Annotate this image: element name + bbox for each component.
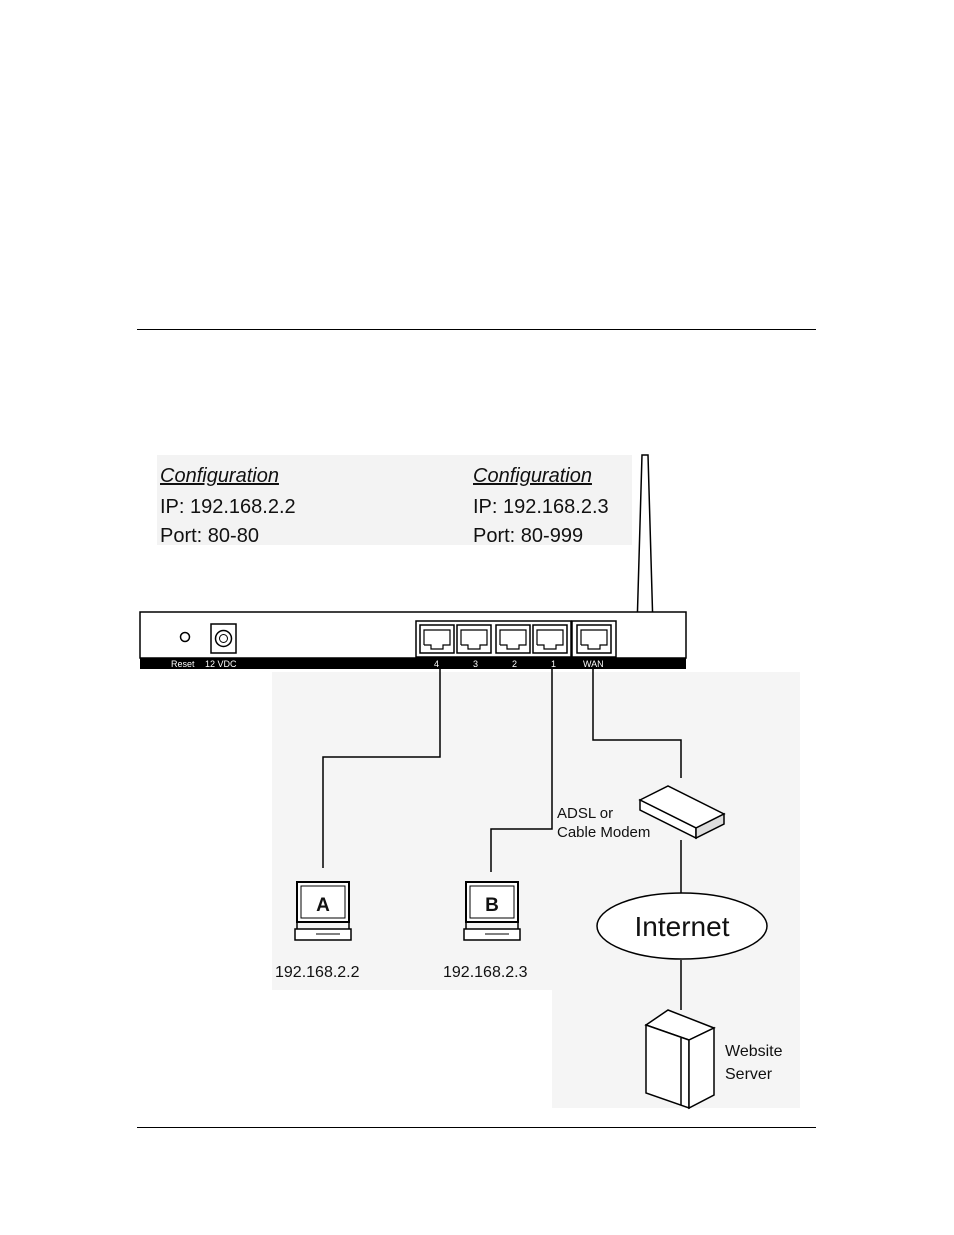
config-b-ip: IP: 192.168.2.3 — [473, 496, 609, 518]
config-a-port: Port: 80-80 — [160, 525, 259, 547]
wan-port-icon — [571, 620, 617, 658]
lan-port-2-icon — [495, 624, 531, 654]
modem-label-line2: Cable Modem — [557, 824, 650, 841]
modem-icon — [638, 785, 726, 840]
config-b: Configuration IP: 192.168.2.3 Port: 80-9… — [473, 465, 609, 547]
port-3-label: 3 — [473, 659, 478, 669]
pc-a-letter: A — [316, 895, 330, 916]
config-a: Configuration IP: 192.168.2.2 Port: 80-8… — [160, 465, 296, 547]
server-label-line2: Server — [725, 1066, 773, 1083]
server-icon — [644, 1009, 716, 1110]
internet-label: Internet — [635, 911, 730, 942]
config-panel-bg — [157, 455, 632, 545]
port-2-label: 2 — [512, 659, 517, 669]
modem-label-line1: ADSL or — [557, 805, 613, 822]
wan-label: WAN — [583, 659, 604, 669]
config-a-title: Configuration — [160, 465, 279, 487]
lan-port-4-icon — [419, 624, 455, 654]
cable-port4-to-pc-a — [322, 669, 441, 868]
server-label-line1: Website — [725, 1043, 783, 1060]
reset-label: Reset — [171, 659, 195, 669]
router-back-panel: Reset 12 VDC 4 3 2 1 WAN — [139, 611, 687, 669]
computer-b-icon — [463, 881, 521, 941]
config-b-port: Port: 80-999 — [473, 525, 583, 547]
internet-ellipse — [596, 892, 768, 960]
lan-port-3-icon — [456, 624, 492, 654]
computer-a-icon — [294, 881, 352, 941]
cable-wan-to-modem — [592, 669, 682, 778]
power-label: 12 VDC — [205, 659, 237, 669]
power-jack-icon — [210, 623, 237, 654]
cable-port1-to-pc-b — [490, 669, 553, 872]
reset-button-icon — [179, 631, 191, 643]
pc-a-ip: 192.168.2.2 — [275, 964, 360, 981]
lan-port-1-icon — [532, 624, 568, 654]
pc-b-letter: B — [485, 895, 499, 916]
port-4-label: 4 — [434, 659, 439, 669]
bottom-rule — [137, 1127, 816, 1128]
pc-b-ip: 192.168.2.3 — [443, 964, 528, 981]
port-1-label: 1 — [551, 659, 556, 669]
config-a-ip: IP: 192.168.2.2 — [160, 496, 296, 518]
top-rule — [137, 329, 816, 330]
config-b-title: Configuration — [473, 465, 592, 487]
